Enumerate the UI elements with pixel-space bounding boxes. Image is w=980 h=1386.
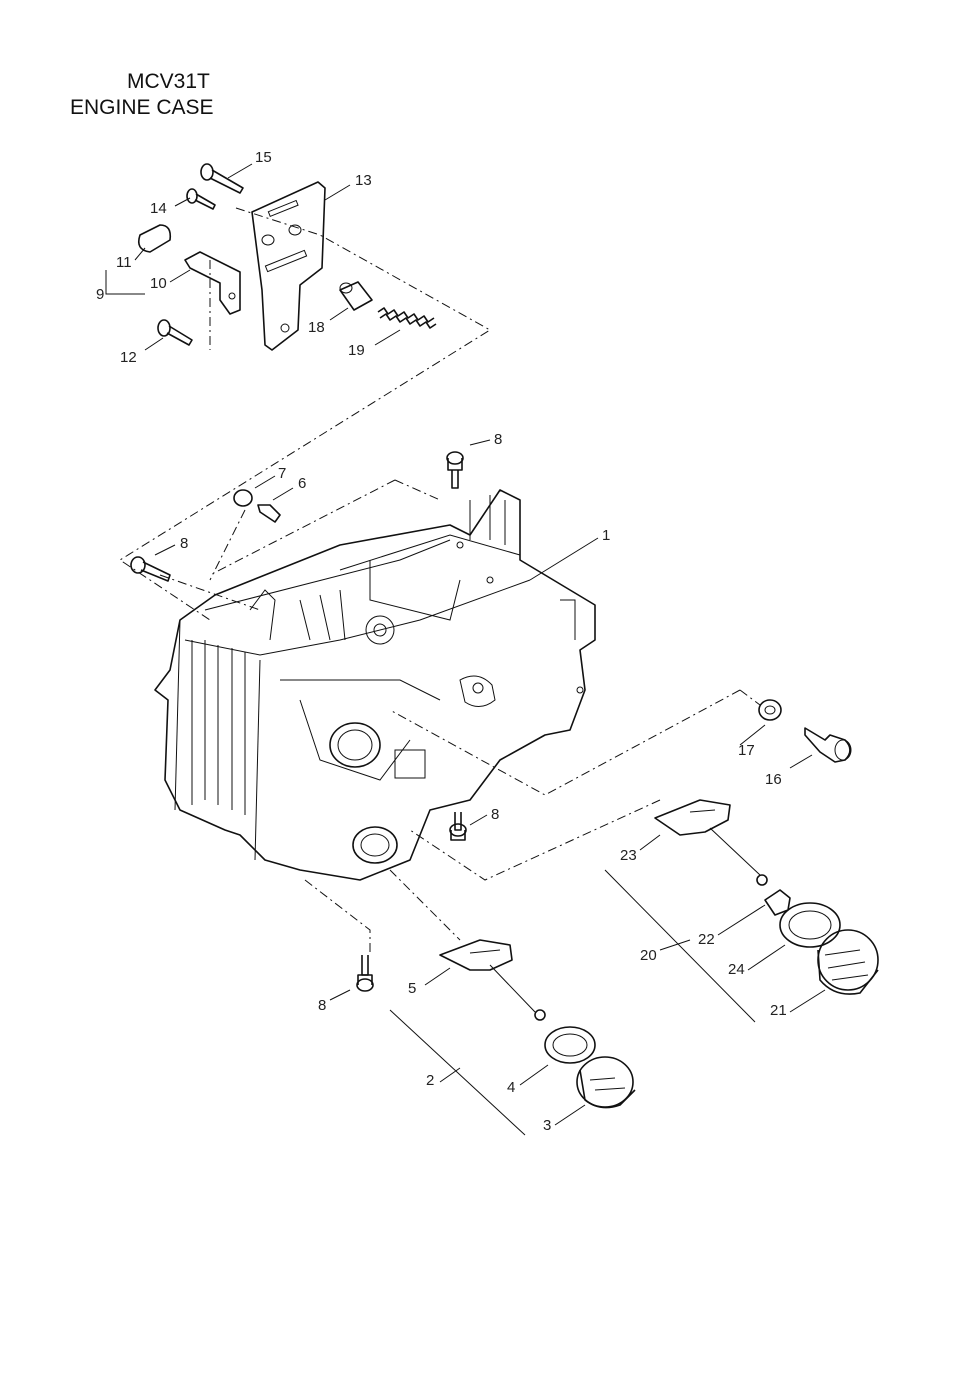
screw-6 xyxy=(257,504,281,523)
grommet-17 xyxy=(758,699,782,721)
spring-19 xyxy=(377,307,437,329)
screw-12 xyxy=(157,319,193,346)
engine-case-1 xyxy=(154,489,596,881)
callout-4: 4 xyxy=(507,1079,515,1096)
callout-9: 9 xyxy=(96,286,104,303)
filter-23 xyxy=(654,799,768,886)
section-title: ENGINE CASE xyxy=(70,96,214,119)
leader-lines xyxy=(105,163,826,1136)
part-22 xyxy=(764,889,791,916)
assembly-lines xyxy=(119,207,761,955)
gasket-4 xyxy=(544,1026,596,1064)
callout-12: 12 xyxy=(120,349,137,366)
callout-1: 1 xyxy=(602,527,610,544)
callout-2: 2 xyxy=(426,1072,434,1089)
callout-14: 14 xyxy=(150,200,167,217)
callout-20: 20 xyxy=(640,947,657,964)
callout-15: 15 xyxy=(255,149,272,166)
callout-17: 17 xyxy=(738,742,755,759)
callout-7: 7 xyxy=(278,465,286,482)
cap-7 xyxy=(233,489,253,507)
bolt-8-top xyxy=(446,451,464,489)
screw-15 xyxy=(200,163,244,194)
filter-5 xyxy=(439,939,546,1021)
model-title: MCV31T xyxy=(127,70,210,93)
callout-10: 10 xyxy=(150,275,167,292)
callout-19: 19 xyxy=(348,342,365,359)
callout-8-left: 8 xyxy=(180,535,188,552)
screw-14 xyxy=(186,188,216,210)
callout-16: 16 xyxy=(765,771,782,788)
callout-6: 6 xyxy=(298,475,306,492)
gasket-24 xyxy=(779,902,841,948)
callout-labels: 1 2 3 4 5 6 7 8 8 8 8 9 10 11 12 13 14 1… xyxy=(96,149,787,1134)
bolt-8-left xyxy=(130,556,171,582)
callout-11: 11 xyxy=(116,254,132,271)
callout-8-center: 8 xyxy=(491,806,499,823)
callout-13: 13 xyxy=(355,172,372,189)
cap-21 xyxy=(817,929,879,995)
callout-5: 5 xyxy=(408,980,416,997)
callout-21: 21 xyxy=(770,1002,787,1019)
bracket-10 xyxy=(184,251,241,315)
bolt-8-center xyxy=(449,812,467,841)
plug-16 xyxy=(804,727,852,763)
callout-18: 18 xyxy=(308,319,325,336)
callout-24: 24 xyxy=(728,961,745,978)
bolt-8-bottom xyxy=(356,955,374,992)
cap-3 xyxy=(576,1056,636,1109)
cap-11 xyxy=(137,224,172,253)
callout-23: 23 xyxy=(620,847,637,864)
callout-3: 3 xyxy=(543,1117,551,1134)
pin-18 xyxy=(339,281,373,311)
callout-22: 22 xyxy=(698,931,715,948)
callout-8-bottom: 8 xyxy=(318,997,326,1014)
callout-8-top: 8 xyxy=(494,431,502,448)
bar-plate-13 xyxy=(251,181,326,351)
